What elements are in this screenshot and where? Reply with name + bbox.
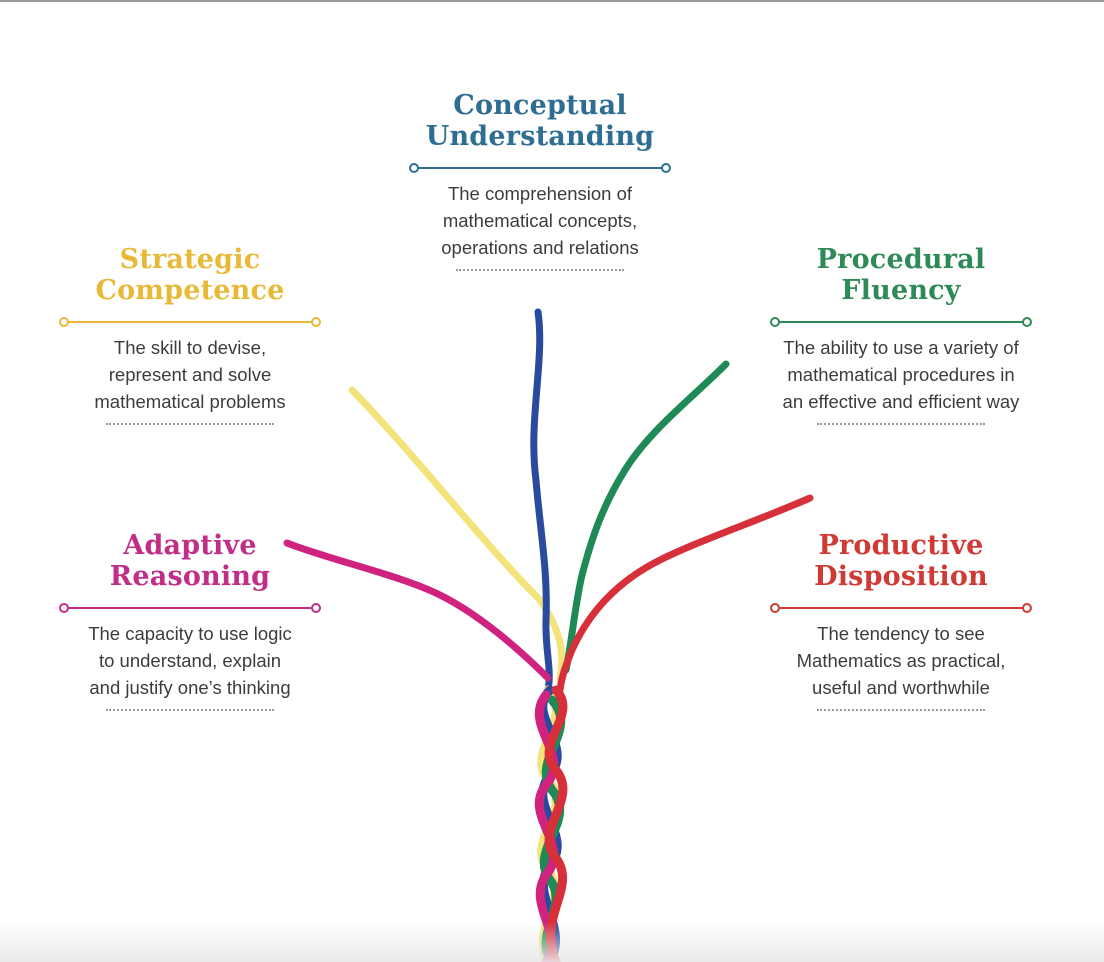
red-yarn-strand bbox=[556, 494, 814, 694]
strand-conceptual-understanding: Conceptual Understanding The comprehensi… bbox=[390, 90, 690, 271]
strand-description-line: represent and solve bbox=[108, 364, 272, 385]
strand-description-line: mathematical problems bbox=[94, 391, 286, 412]
strand-divider bbox=[770, 602, 1032, 614]
strand-title-line: Reasoning bbox=[109, 561, 271, 592]
strand-title-line: Disposition bbox=[814, 561, 988, 592]
green-yarn-strand bbox=[562, 360, 730, 674]
strand-description: The capacity to use logic to understand,… bbox=[40, 620, 340, 701]
strand-description-line: mathematical concepts, bbox=[442, 210, 638, 231]
strand-description-line: The capacity to use logic bbox=[88, 623, 292, 644]
strand-title-line: Procedural bbox=[816, 244, 986, 275]
strand-adaptive-reasoning: Adaptive Reasoning The capacity to use l… bbox=[40, 530, 340, 711]
bottom-shadow bbox=[0, 922, 1104, 962]
dotted-separator bbox=[456, 263, 624, 271]
braid-red bbox=[544, 685, 568, 962]
braid-magenta bbox=[534, 690, 559, 962]
strand-description: The ability to use a variety of mathemat… bbox=[740, 334, 1062, 415]
strand-title-line: Productive bbox=[818, 530, 984, 561]
strand-procedural-fluency: Procedural Fluency The ability to use a … bbox=[740, 244, 1062, 425]
strand-description-line: Mathematics as practical, bbox=[796, 650, 1006, 671]
dotted-separator bbox=[106, 703, 274, 711]
strand-title: Procedural Fluency bbox=[740, 244, 1062, 306]
strand-description-line: The tendency to see bbox=[817, 623, 985, 644]
dotted-separator bbox=[106, 417, 274, 425]
strand-description-line: to understand, explain bbox=[98, 650, 282, 671]
strand-title-line: Adaptive bbox=[123, 530, 257, 561]
strand-title-line: Competence bbox=[95, 275, 285, 306]
magenta-yarn-strand bbox=[283, 539, 552, 682]
strand-productive-disposition: Productive Disposition The tendency to s… bbox=[751, 530, 1051, 711]
strand-strategic-competence: Strategic Competence The skill to devise… bbox=[40, 244, 340, 425]
strand-divider bbox=[409, 162, 671, 174]
strand-title-line: Conceptual bbox=[453, 90, 627, 121]
strand-description-line: The skill to devise, bbox=[113, 337, 267, 358]
yellow-yarn-strand bbox=[348, 386, 566, 684]
strand-description-line: operations and relations bbox=[441, 237, 639, 258]
strand-description-line: The comprehension of bbox=[447, 183, 633, 204]
strand-description: The comprehension of mathematical concep… bbox=[390, 180, 690, 261]
strand-title: Conceptual Understanding bbox=[390, 90, 690, 152]
strand-title-line: Strategic bbox=[119, 244, 261, 275]
strand-description-line: mathematical procedures in bbox=[787, 364, 1015, 385]
dotted-separator bbox=[817, 417, 985, 425]
strand-description-line: useful and worthwhile bbox=[812, 677, 990, 698]
strand-divider bbox=[770, 316, 1032, 328]
strand-description-line: an effective and efficient way bbox=[782, 391, 1020, 412]
strand-description-line: The ability to use a variety of bbox=[783, 337, 1019, 358]
strand-title-line: Fluency bbox=[841, 275, 961, 306]
strand-description-line: and justify one’s thinking bbox=[89, 677, 291, 698]
strand-description: The tendency to see Mathematics as pract… bbox=[751, 620, 1051, 701]
strand-divider bbox=[59, 316, 321, 328]
strand-title: Productive Disposition bbox=[751, 530, 1051, 592]
strand-title-line: Understanding bbox=[425, 121, 655, 152]
blue-yarn-strand bbox=[530, 308, 553, 694]
dotted-separator bbox=[817, 703, 985, 711]
strand-title: Strategic Competence bbox=[40, 244, 340, 306]
top-border bbox=[0, 0, 1104, 2]
strand-divider bbox=[59, 602, 321, 614]
strand-title: Adaptive Reasoning bbox=[40, 530, 340, 592]
strand-description: The skill to devise, represent and solve… bbox=[40, 334, 340, 415]
